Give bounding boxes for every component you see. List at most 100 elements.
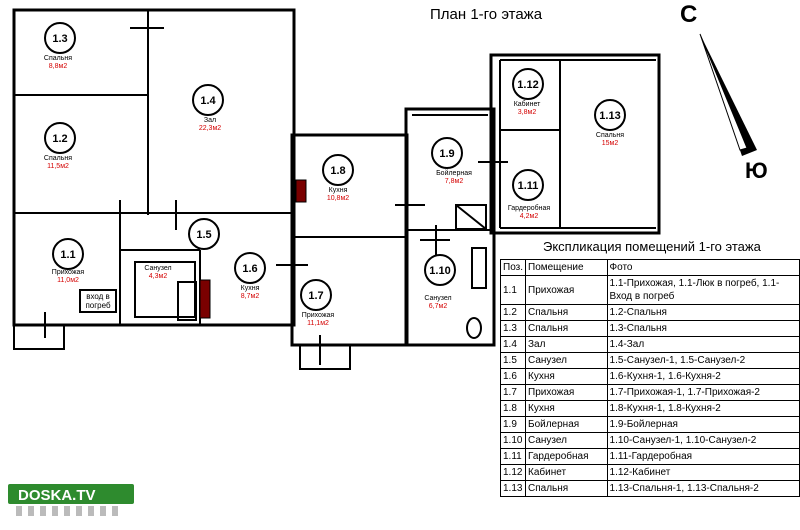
hatch-label-1: вход в [86, 292, 110, 301]
room-name: Санузел [144, 265, 171, 272]
cell-photo: 1.5-Санузел-1, 1.5-Санузел-2 [606, 352, 800, 369]
cell-photo: 1.7-Прихожая-1, 1.7-Прихожая-2 [606, 384, 800, 401]
room-area: 11,1м2 [307, 320, 329, 327]
cell-photo: 1.8-Кухня-1, 1.8-Кухня-2 [606, 400, 800, 417]
room-area: 6,7м2 [429, 303, 448, 310]
cell-pos: 1.6 [500, 368, 526, 385]
room-name: Зал [204, 117, 216, 124]
doska-logo: DOSKA.TV [6, 470, 136, 520]
room-name: Кухня [329, 187, 348, 194]
table-header-row: Поз. Помещение Фото [500, 259, 800, 276]
compass-north: С [680, 1, 697, 28]
room-area: 11,5м2 [47, 163, 69, 170]
room-name: Бойлерная [436, 169, 472, 177]
room-number: 1.10 [429, 265, 450, 277]
cell-photo: 1.13-Спальня-1, 1.13-Спальня-2 [606, 480, 800, 497]
room-marker-1-12 [512, 68, 544, 100]
hatch-label-2: погреб [85, 301, 111, 310]
header-pos: Поз. [500, 259, 526, 276]
cell-room: Гардеробная [525, 448, 608, 465]
room-marker-1-3 [44, 22, 76, 54]
room-name: Прихожая [52, 269, 85, 276]
cell-pos: 1.3 [500, 320, 526, 337]
cell-pos: 1.11 [500, 448, 526, 465]
room-marker-1-1 [52, 238, 84, 270]
logo-text: DOSKA.TV [18, 487, 96, 504]
room-marker-1-5 [188, 218, 220, 250]
room-area: 22,3м2 [199, 125, 221, 132]
room-number: 1.1 [60, 249, 75, 261]
room-number: 1.13 [599, 110, 620, 122]
cell-room: Прихожая [525, 275, 608, 305]
room-marker-1-8 [322, 154, 354, 186]
cell-photo: 1.2-Спальня [606, 304, 800, 321]
room-number: 1.12 [517, 79, 538, 91]
cellar-hatch [79, 289, 117, 313]
cell-pos: 1.10 [500, 432, 526, 449]
room-marker-1-11 [512, 169, 544, 201]
cell-room: Кабинет [525, 464, 608, 481]
cell-room: Зал [525, 336, 608, 353]
cell-room: Спальня [525, 320, 608, 337]
cell-room: Прихожая [525, 384, 608, 401]
room-name: Санузел [424, 295, 451, 302]
room-marker-1-10 [424, 254, 456, 286]
cell-photo: 1.4-Зал [606, 336, 800, 353]
cell-room: Спальня [525, 480, 608, 497]
header-room: Помещение [525, 259, 608, 276]
left-block-wall [12, 8, 296, 327]
room-area: 4,2м2 [520, 213, 539, 220]
cell-pos: 1.5 [500, 352, 526, 369]
cell-pos: 1.8 [500, 400, 526, 417]
explication-title: Экспликация помещений 1-го этажа [543, 239, 761, 254]
cell-photo: 1.11-Гардеробная [606, 448, 800, 465]
cell-room: Санузел [525, 352, 608, 369]
room-area: 10,8м2 [327, 195, 349, 202]
room-name: Прихожая [302, 312, 335, 319]
cell-pos: 1.9 [500, 416, 526, 433]
room-number: 1.8 [330, 165, 345, 177]
room-area: 8,7м2 [241, 293, 260, 300]
cell-pos: 1.4 [500, 336, 526, 353]
compass-south: Ю [745, 158, 768, 183]
room-name: Спальня [44, 155, 72, 162]
room-area: 8,8м2 [49, 63, 68, 70]
cell-photo: 1.1-Прихожая, 1.1-Люк в погреб, 1.1-Вход… [606, 275, 800, 305]
room-name: Спальня [44, 55, 72, 62]
room-marker-1-13 [594, 99, 626, 131]
room-marker-1-6 [234, 252, 266, 284]
room-area: 15м2 [602, 140, 619, 147]
plan-title: План 1-го этажа [430, 6, 543, 23]
room-area: 4,3м2 [149, 273, 168, 280]
cell-room: Бойлерная [525, 416, 608, 433]
room-number: 1.6 [242, 263, 257, 275]
cell-room: Кухня [525, 400, 608, 417]
room-number: 1.2 [52, 133, 67, 145]
cell-photo: 1.10-Санузел-1, 1.10-Санузел-2 [606, 432, 800, 449]
cell-photo: 1.9-Бойлерная [606, 416, 800, 433]
cell-pos: 1.7 [500, 384, 526, 401]
room-number: 1.9 [439, 148, 454, 160]
cell-room: Кухня [525, 368, 608, 385]
room-marker-1-4 [192, 84, 224, 116]
room-area: 7,8м2 [445, 178, 464, 185]
room-number: 1.5 [196, 229, 211, 241]
room-name: Кабинет [514, 100, 541, 108]
cell-photo: 1.3-Спальня [606, 320, 800, 337]
cell-pos: 1.12 [500, 464, 526, 481]
cell-pos: 1.1 [500, 275, 526, 305]
room-number: 1.3 [52, 33, 67, 45]
room-number: 1.11 [518, 180, 539, 192]
boiler-block-wall [404, 107, 496, 347]
